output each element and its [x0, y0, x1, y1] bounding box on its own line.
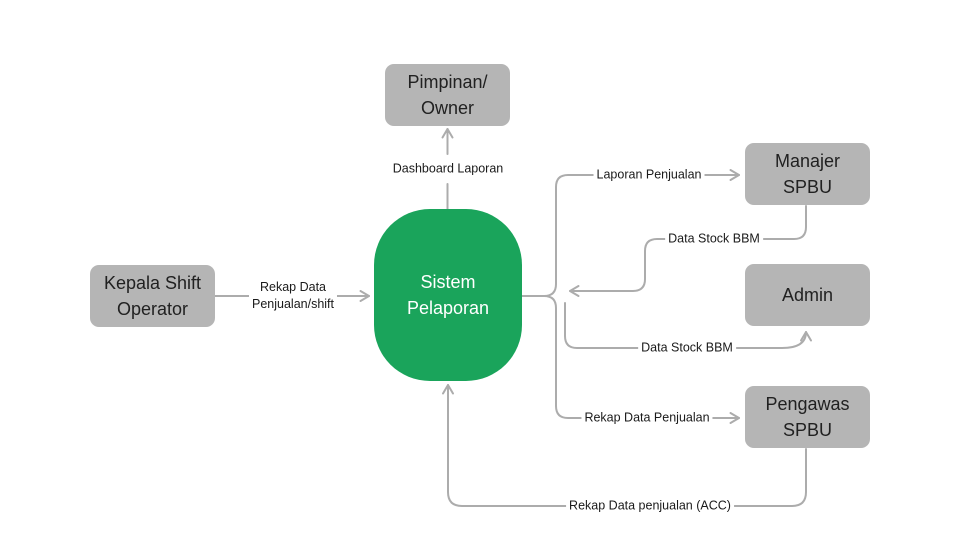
edge-rekap-penjualan-line-a: [543, 295, 585, 419]
edge-label-rekap-data-penjualan-acc: Rekap Data penjualan (ACC): [566, 497, 734, 515]
edge-label-data-stock-bbm-manajer: Data Stock BBM: [665, 230, 763, 248]
node-kepala-shift-operator[interactable]: Kepala Shift Operator: [90, 265, 215, 327]
edge-label-laporan-penjualan: Laporan Penjualan: [593, 166, 705, 184]
node-admin[interactable]: Admin: [745, 264, 870, 326]
node-label: Kepala Shift Operator: [103, 272, 202, 319]
edge-label-rekap-data-penjualan: Rekap Data Penjualan: [581, 409, 713, 427]
node-label: Pengawas SPBU: [765, 393, 850, 440]
edge-data-stock-admin-line-a: [564, 302, 641, 349]
node-pimpinan-owner[interactable]: Pimpinan/ Owner: [385, 64, 510, 126]
node-sistem-pelaporan[interactable]: Sistem Pelaporan: [374, 209, 522, 381]
node-label: Admin: [781, 284, 834, 305]
node-pengawas-spbu[interactable]: Pengawas SPBU: [745, 386, 870, 448]
edge-data-stock-admin-line-b: [733, 331, 812, 349]
node-label: Sistem Pelaporan: [406, 271, 490, 318]
node-manajer-spbu[interactable]: Manajer SPBU: [745, 143, 870, 205]
edge-label-dashboard-laporan: Dashboard Laporan: [389, 160, 507, 178]
edge-laporan-penjualan-line-a: [543, 174, 597, 297]
edge-data-stock-manajer-line-b: [569, 238, 667, 297]
edge-rekap-acc-line-b: [442, 384, 569, 507]
node-label: Manajer SPBU: [774, 150, 841, 197]
edge-label-data-stock-bbm-admin: Data Stock BBM: [638, 339, 736, 357]
edge-label-rekap-data-penjualan-shift: Rekap Data Penjualan/shift: [248, 279, 338, 313]
edge-data-stock-manajer-line-a: [762, 205, 807, 240]
node-label: Pimpinan/ Owner: [407, 71, 488, 118]
edge-rekap-acc-line-a: [732, 448, 807, 507]
